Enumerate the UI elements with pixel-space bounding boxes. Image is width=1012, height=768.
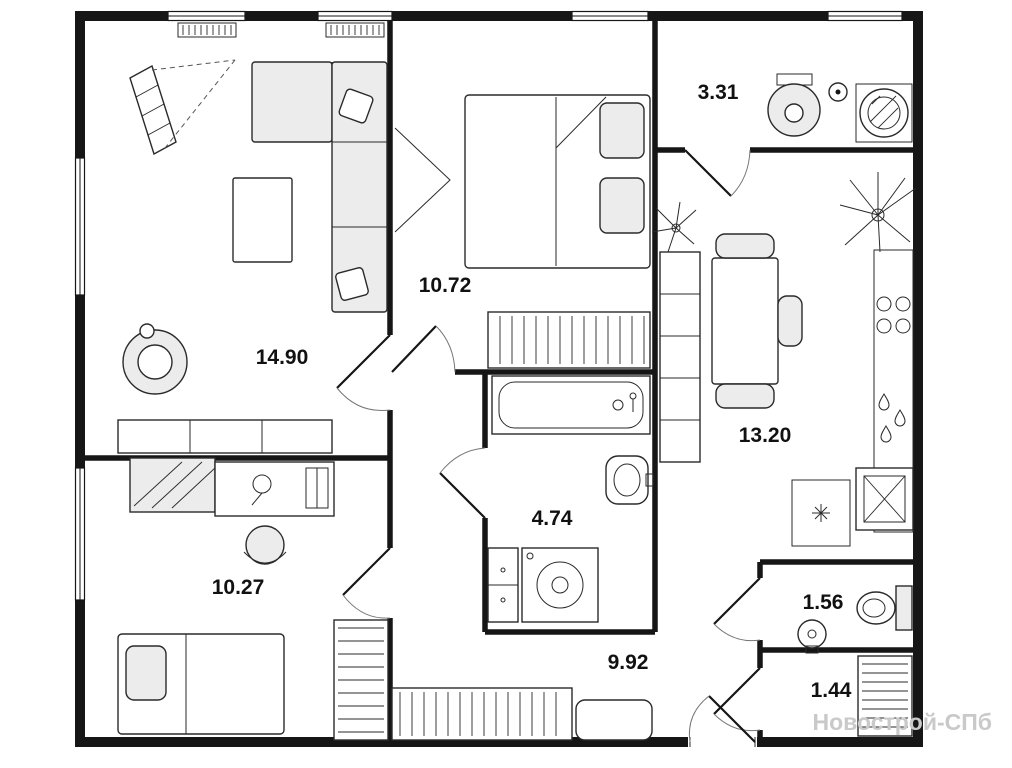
bathtub-icon	[491, 375, 651, 435]
storage-shelves-icon	[857, 655, 913, 737]
bench-icon	[575, 699, 653, 741]
room-area-label-bedroom: 10.72	[419, 274, 472, 297]
window-icon	[167, 9, 246, 23]
door-icon	[713, 667, 761, 732]
bathroom	[487, 375, 654, 623]
interior-walls	[85, 21, 913, 737]
chair-icon	[777, 295, 803, 347]
watermark: Новострой-СПб	[812, 709, 992, 735]
door-icon	[439, 447, 486, 519]
room-area-label-kitchen: 13.20	[739, 424, 792, 447]
desk-chair-icon	[243, 525, 287, 565]
children-room	[117, 457, 389, 741]
toilet-icon	[856, 585, 913, 631]
windows	[73, 9, 903, 601]
kids-bed-icon	[117, 633, 285, 735]
room-area-label-bathroom: 4.74	[532, 507, 573, 530]
door-icon	[342, 547, 391, 619]
counter-icon	[873, 249, 914, 533]
bedroom	[394, 94, 651, 369]
wardrobe-mirror-icon	[129, 59, 236, 156]
wc	[797, 585, 913, 654]
radiator-icon	[177, 22, 237, 38]
wc-sink-icon	[797, 619, 827, 654]
door-icon	[336, 334, 391, 412]
kitchen-cabinets-icon	[659, 251, 701, 463]
room-area-labels: 14.90 10.72 13.20 10.27 9.92 4.74 3.31 1…	[212, 81, 852, 702]
open-closet-door-icon	[394, 127, 451, 233]
double-bed-icon	[464, 94, 651, 269]
room-area-label-children: 10.27	[212, 576, 265, 599]
hallway	[391, 687, 653, 741]
armchair-icon	[122, 323, 188, 395]
entrance-door-icon	[688, 695, 756, 743]
dining-table-icon	[711, 257, 779, 385]
window-icon	[317, 9, 393, 23]
door-icon	[684, 149, 751, 197]
door-icon	[391, 325, 456, 373]
boiler-icon	[791, 479, 851, 547]
plant-icon	[839, 172, 917, 253]
door-icon	[713, 577, 761, 642]
hall-wardrobe-icon	[391, 687, 573, 741]
sofa-icon	[251, 61, 388, 313]
tv-stand-icon	[117, 419, 333, 454]
room-area-label-bathroom2: 3.31	[698, 81, 739, 104]
room-area-label-living: 14.90	[256, 346, 309, 369]
dresser-icon	[129, 457, 216, 513]
window-icon	[73, 157, 87, 296]
window-icon	[73, 467, 87, 601]
room-area-label-hallway: 9.92	[608, 651, 649, 674]
room-area-label-wc: 1.56	[803, 591, 844, 614]
bathroom-2	[767, 73, 913, 143]
window-icon	[827, 9, 903, 23]
bedroom-wardrobe-icon	[487, 311, 651, 369]
washing-machine-icon	[521, 547, 599, 623]
storage-room	[857, 655, 913, 737]
kids-wardrobe-icon	[333, 619, 389, 741]
kitchen	[651, 172, 917, 547]
radiator-icon	[325, 22, 385, 38]
bathroom-cabinet-icon	[487, 547, 519, 623]
plant-icon	[651, 201, 697, 253]
desk-icon	[214, 461, 335, 517]
round-basin-icon	[855, 83, 913, 143]
chair-icon	[715, 233, 775, 259]
room-area-label-storage: 1.44	[811, 679, 852, 702]
window-icon	[571, 9, 649, 23]
coffee-table-icon	[232, 177, 293, 263]
washbasin-icon	[605, 455, 654, 505]
stove-icon	[876, 296, 911, 334]
kitchen-sink-icon	[878, 393, 906, 443]
living-room	[117, 59, 388, 454]
chair-icon	[715, 383, 775, 409]
doors	[336, 149, 761, 743]
oven-icon	[855, 467, 914, 531]
pedestal-sink-icon	[767, 82, 848, 137]
